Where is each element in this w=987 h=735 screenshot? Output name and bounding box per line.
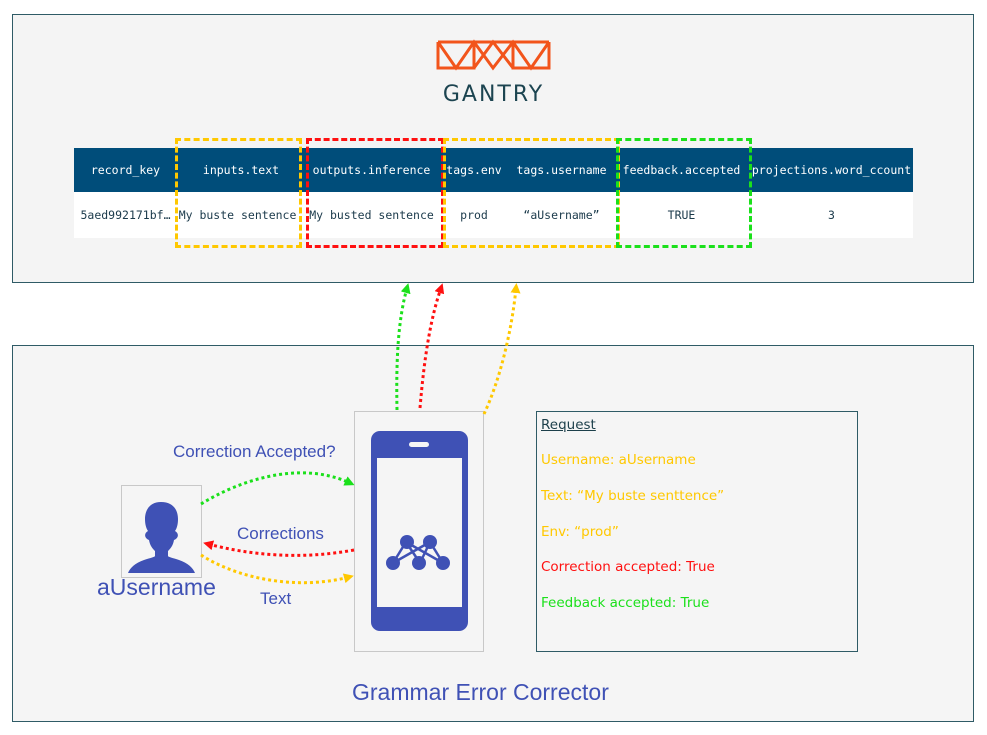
- cell-tags-env: prod: [438, 192, 510, 238]
- column-header-record-key[interactable]: record_key: [74, 148, 177, 192]
- outputs-highlight-box: [306, 138, 444, 248]
- phone-icon: [371, 431, 468, 631]
- column-header-outputs-inference[interactable]: outputs.inference: [305, 148, 438, 192]
- column-header-projections-word-count[interactable]: projections.word_ccount: [750, 148, 913, 192]
- tags-highlight-box: [443, 138, 620, 248]
- user-avatar-icon: [128, 502, 195, 573]
- phone-app-box[interactable]: [354, 411, 484, 652]
- cell-record-key: 5aed992171bf…: [74, 192, 177, 238]
- gantry-logo-icon: [436, 39, 551, 71]
- user-box[interactable]: [121, 485, 202, 578]
- request-username-line: Username: aUsername: [541, 452, 696, 468]
- feedback-highlight-box: [616, 138, 752, 248]
- inputs-highlight-box: [175, 138, 302, 248]
- diagram-title: Grammar Error Corrector: [352, 679, 609, 705]
- correction-accepted-label: Correction Accepted?: [173, 442, 336, 461]
- cell-outputs-inference: My busted sentence: [305, 192, 438, 238]
- cell-inputs-text: My buste sentence’: [177, 192, 305, 238]
- gantry-logo-text: GANTRY: [442, 82, 545, 107]
- model-network-icon: [386, 535, 450, 570]
- table-row[interactable]: 5aed992171bf… My buste sentence’ My bust…: [74, 192, 913, 238]
- cell-projections-word-count: 3: [750, 192, 913, 238]
- column-header-inputs-text[interactable]: inputs.text: [177, 148, 305, 192]
- text-label: Text: [260, 589, 292, 608]
- user-label: aUsername: [97, 574, 216, 600]
- request-box: Request Username: aUsername Text: “My bu…: [536, 411, 858, 652]
- cell-feedback-accepted: TRUE: [613, 192, 750, 238]
- cell-tags-username: “aUsername”: [510, 192, 613, 238]
- corrections-label: Corrections: [237, 524, 324, 543]
- column-header-tags-username[interactable]: tags.username: [510, 148, 613, 192]
- request-correction-line: Correction accepted: True: [541, 559, 715, 575]
- table-header-row: record_key inputs.text outputs.inference…: [74, 148, 913, 192]
- gantry-logo: GANTRY: [436, 38, 551, 108]
- records-table: record_key inputs.text outputs.inference…: [74, 148, 913, 238]
- column-header-tags-env[interactable]: tags.env: [438, 148, 510, 192]
- request-env-line: Env: “prod”: [541, 524, 619, 540]
- column-header-feedback-accepted[interactable]: feedback.accepted: [613, 148, 750, 192]
- request-feedback-line: Feedback accepted: True: [541, 595, 710, 611]
- request-text-line: Text: “My buste senttence”: [541, 488, 725, 504]
- request-title: Request: [541, 417, 596, 433]
